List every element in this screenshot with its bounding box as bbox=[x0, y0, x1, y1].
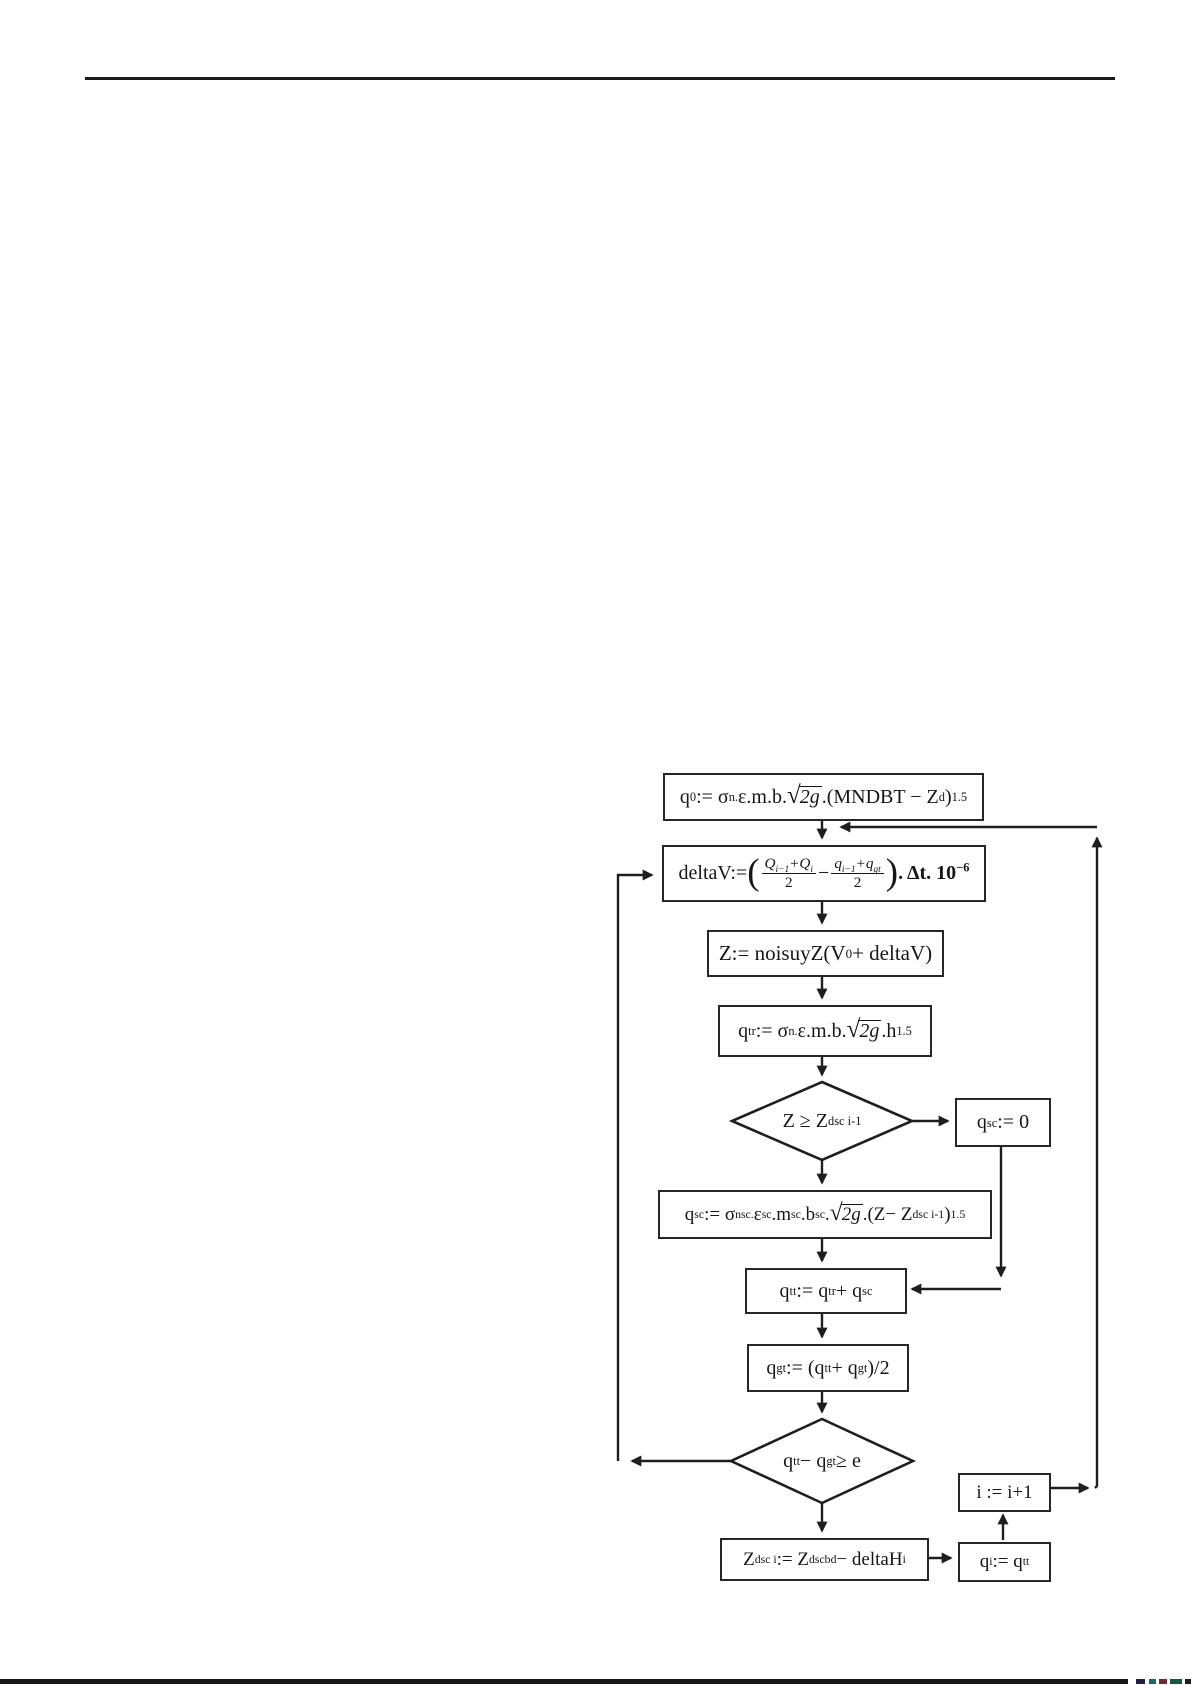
decision-diamond-convergence bbox=[727, 1417, 917, 1505]
bottom-edge-bar bbox=[0, 1679, 1128, 1684]
bottom-edge-fragment bbox=[1149, 1679, 1156, 1684]
bottom-edge-fragment bbox=[1185, 1679, 1191, 1684]
header-rule bbox=[85, 77, 1115, 80]
bottom-edge-fragment bbox=[1159, 1679, 1167, 1684]
bottom-edge-fragment bbox=[1136, 1679, 1145, 1684]
bottom-edge-fragment bbox=[1170, 1679, 1182, 1684]
node-increment-i: i := i+1 bbox=[958, 1473, 1051, 1512]
decision-diamond-z bbox=[728, 1080, 916, 1162]
